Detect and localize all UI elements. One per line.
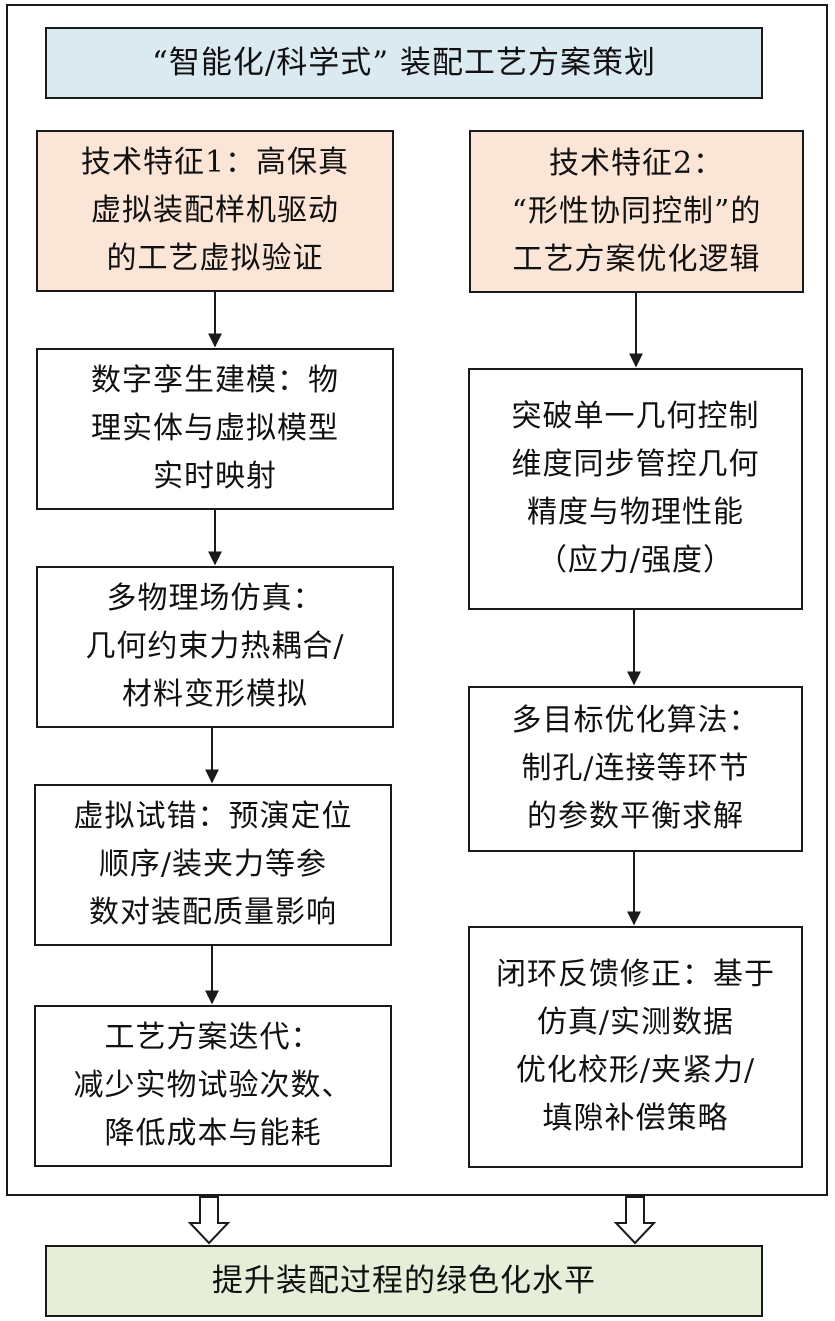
step-line: 工艺方案迭代： [104,1020,322,1055]
left-step-multiphysics: 多物理场仿真： 几何约束力热耦合/ 材料变形模拟 [36,566,394,728]
result-box: 提升装配过程的绿色化水平 [45,1245,763,1317]
feature-2-box: 技术特征2： “形性协同控制”的 工艺方案优化逻辑 [469,130,804,293]
feature-1-box: 技术特征1：高保真 虚拟装配样机驱动 的工艺虚拟验证 [36,130,394,292]
step-line: 的参数平衡求解 [527,799,744,834]
step-line: 顺序/装夹力等参 [98,847,328,882]
step-line: 材料变形模拟 [122,677,308,712]
left-step-digital-twin: 数字孪生建模：物 理实体与虚拟模型 实时映射 [36,348,394,510]
left-step-virtual-trial: 虚拟试错：预演定位 顺序/装夹力等参 数对装配质量影响 [34,784,392,946]
feature-1-line: 虚拟装配样机驱动 [91,193,339,228]
step-line: 减少实物试验次数、 [73,1068,353,1103]
title-box: “智能化/科学式” 装配工艺方案策划 [45,27,763,99]
step-line: 理实体与虚拟模型 [91,411,339,446]
step-line: 降低成本与能耗 [104,1116,322,1151]
feature-2-line: 技术特征2： [548,145,725,181]
feature-1-line: 技术特征1：高保真 [80,145,350,180]
step-line: 精度与物理性能 [527,495,744,530]
step-line: （应力/强度） [536,543,735,578]
feature-2-line: “形性协同控制”的 [511,193,762,229]
step-line: 虚拟试错：预演定位 [73,799,353,834]
step-line: 几何约束力热耦合/ [85,629,345,664]
planning-frame [6,4,828,1196]
step-line: 优化校形/夹紧力/ [515,1053,756,1088]
step-line: 多目标优化算法： [511,703,760,738]
step-line: 填隙补偿策略 [542,1101,729,1136]
result-text: 提升装配过程的绿色化水平 [212,1263,596,1299]
left-step-iteration: 工艺方案迭代： 减少实物试验次数、 降低成本与能耗 [34,1005,392,1167]
step-line: 仿真/实测数据 [536,1005,735,1040]
step-line: 实时映射 [153,459,277,494]
step-line: 数字孪生建模：物 [91,363,339,398]
block-arrow-right-icon [613,1196,657,1245]
block-arrow-left-icon [187,1196,231,1245]
feature-1-line: 的工艺虚拟验证 [106,241,324,276]
step-line: 制孔/连接等环节 [521,751,750,786]
right-step-multiobjective: 多目标优化算法： 制孔/连接等环节 的参数平衡求解 [468,686,803,852]
step-line: 维度同步管控几何 [511,447,760,482]
step-line: 闭环反馈修正：基于 [496,957,775,992]
right-step-shape-performance: 突破单一几何控制 维度同步管控几何 精度与物理性能 （应力/强度） [468,368,803,610]
title-text: “智能化/科学式” 装配工艺方案策划 [152,45,656,81]
step-line: 多物理场仿真： [106,581,324,616]
right-step-closed-loop: 闭环反馈修正：基于 仿真/实测数据 优化校形/夹紧力/ 填隙补偿策略 [468,926,803,1168]
feature-2-line: 工艺方案优化逻辑 [512,241,761,277]
step-line: 数对装配质量影响 [89,895,337,930]
step-line: 突破单一几何控制 [511,399,760,434]
